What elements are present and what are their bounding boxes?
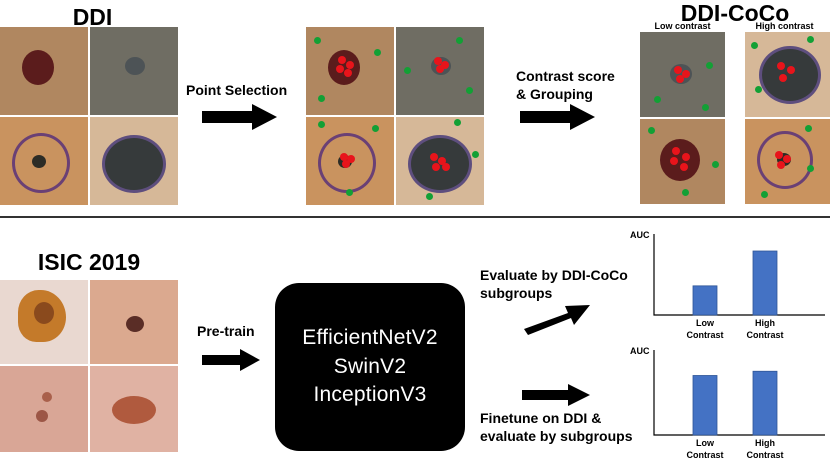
chart-ylabel: AUC	[630, 346, 650, 356]
high-contrast-column	[745, 32, 830, 204]
evaluate-label-line2: subgroups	[480, 285, 553, 302]
ddi-coco-title: DDI-CoCo	[680, 0, 790, 26]
ddi-image-grid	[0, 27, 178, 205]
arrow-icon	[202, 104, 277, 130]
point-image-4	[396, 117, 484, 205]
ddi-image-3	[0, 117, 88, 205]
contrast-score-label: Contrast score & Grouping	[516, 67, 636, 104]
high-contrast-image-1	[745, 32, 830, 117]
chart-tick-label: Low	[696, 318, 715, 328]
contrast-score-label-line1: Contrast score	[516, 68, 615, 84]
high-contrast-label: High contrast	[755, 21, 814, 31]
model-name: InceptionV3	[313, 383, 427, 407]
chart-tick-label: High	[755, 438, 775, 448]
evaluate-label-line1: Evaluate by DDI-CoCo	[480, 267, 628, 283]
high-contrast-image-2	[745, 119, 830, 204]
finetune-label: Finetune on DDI & evaluate by subgroups	[480, 409, 650, 446]
chart-bar	[752, 250, 778, 316]
point-image-1	[306, 27, 394, 115]
ddi-image-4	[90, 117, 178, 205]
isic-image-2	[90, 280, 178, 364]
isic-image-3	[0, 366, 88, 452]
chart-bar	[692, 375, 718, 436]
model-box: EfficientNetV2 SwinV2 InceptionV3	[275, 283, 465, 451]
chart-bar	[692, 285, 718, 316]
evaluate-label: Evaluate by DDI-CoCo subgroups	[480, 266, 640, 303]
ddi-image-1	[0, 27, 88, 115]
low-contrast-label: Low contrast	[654, 21, 711, 31]
arrow-icon	[202, 349, 260, 371]
low-contrast-image-1	[640, 32, 725, 117]
isic-image-grid	[0, 280, 178, 452]
chart-axis	[653, 234, 825, 316]
ddi-image-2	[90, 27, 178, 115]
isic-title: ISIC 2019	[37, 249, 141, 275]
isic-image-4	[90, 366, 178, 452]
section-divider	[0, 216, 830, 218]
arrow-icon	[524, 305, 590, 335]
point-image-2	[396, 27, 484, 115]
point-image-3	[306, 117, 394, 205]
low-contrast-column	[640, 32, 725, 204]
arrow-icon	[522, 384, 590, 406]
model-name: SwinV2	[333, 354, 407, 378]
chart-tick-label: Contrast	[746, 330, 783, 340]
chart-tick-label: High	[755, 318, 775, 328]
model-name: EfficientNetV2	[302, 326, 438, 350]
chart-ylabel: AUC	[630, 230, 650, 240]
chart-bar	[752, 370, 778, 436]
chart-tick-label: Low	[696, 438, 715, 448]
low-contrast-image-2	[640, 119, 725, 204]
chart-tick-label: Contrast	[686, 450, 723, 460]
point-selection-label: Point Selection	[186, 82, 288, 98]
ddi-title: DDI	[72, 4, 113, 30]
arrow-icon	[520, 104, 595, 130]
chart-axis	[653, 350, 825, 436]
finetune-label-line2: evaluate by subgroups	[480, 428, 633, 445]
contrast-score-label-line2: & Grouping	[516, 86, 593, 103]
point-selection-image-grid	[306, 27, 484, 205]
chart-tick-label: Contrast	[746, 450, 783, 460]
pretrain-label: Pre-train	[197, 323, 255, 339]
isic-image-1	[0, 280, 88, 364]
finetune-label-line1: Finetune on DDI &	[480, 410, 602, 426]
chart-tick-label: Contrast	[686, 330, 723, 340]
